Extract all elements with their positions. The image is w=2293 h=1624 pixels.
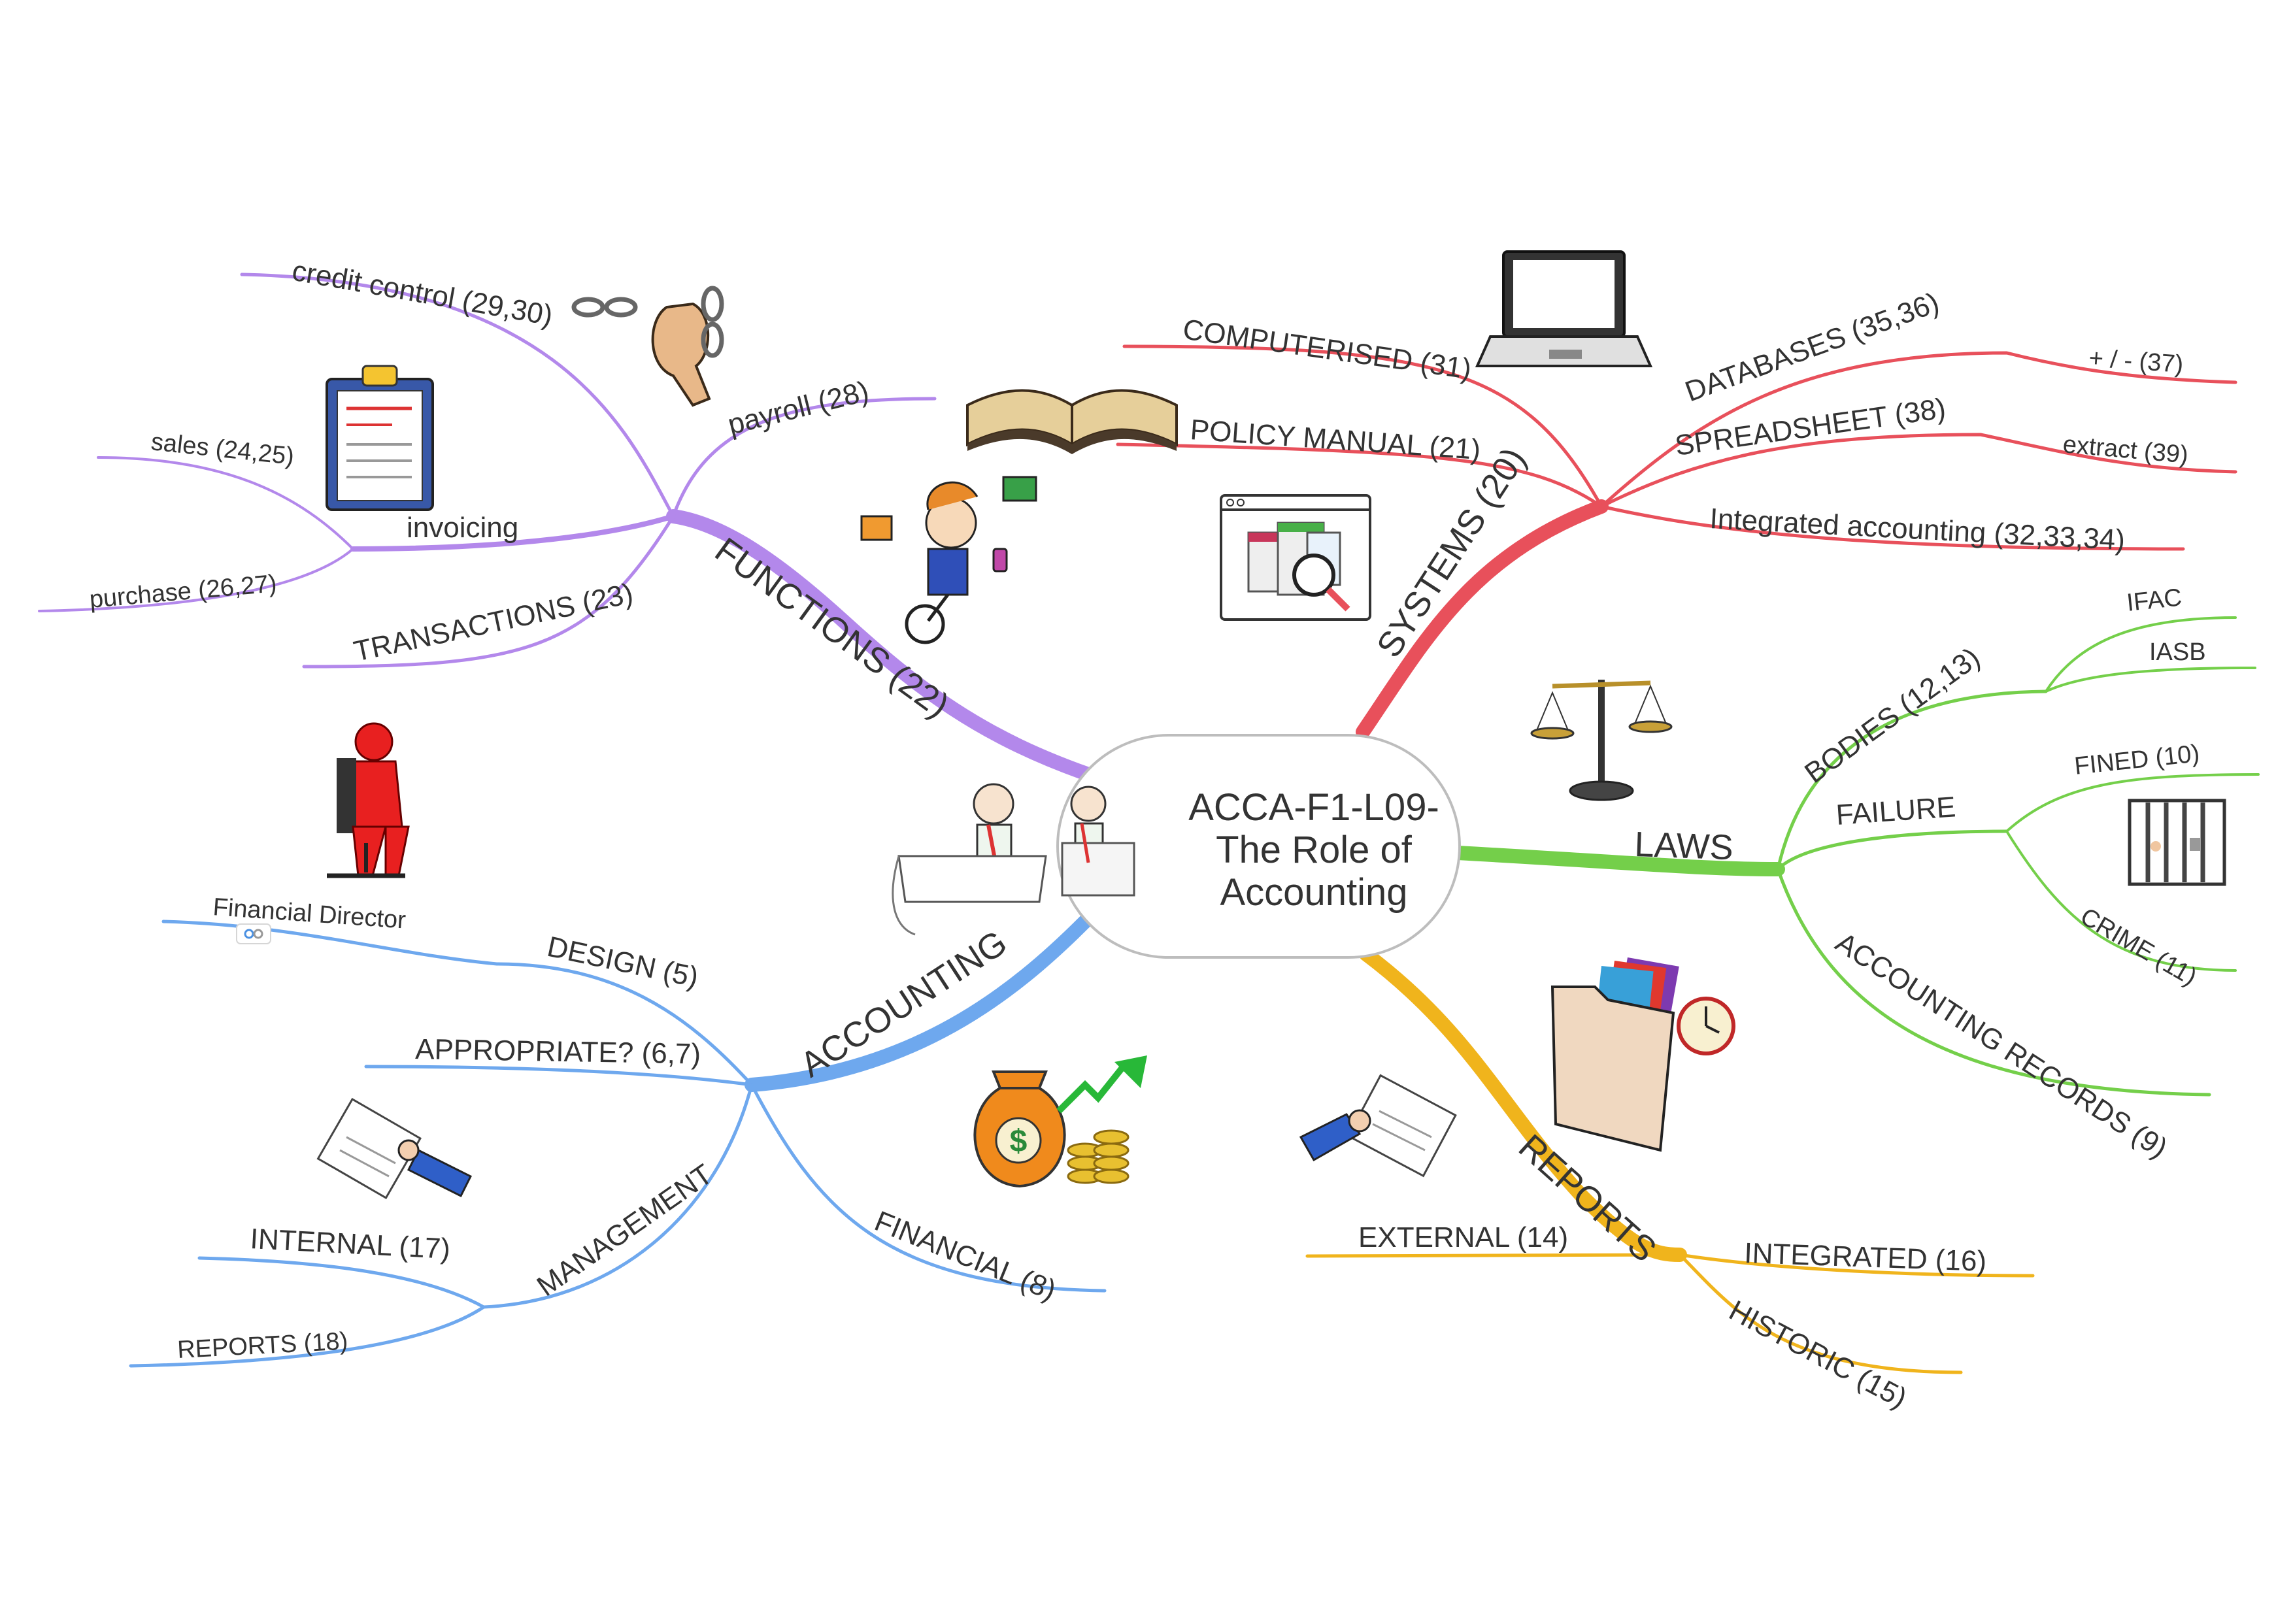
center-title-line-3: Accounting [1220,871,1408,914]
branch-functions [38,273,1105,785]
management-label[interactable]: MANAGEMENT [531,1158,718,1302]
appropriate-label[interactable]: APPROPRIATE? (6,7) [415,1033,701,1070]
chain-fist-icon [571,286,724,407]
branch-laws [1450,616,2260,1097]
center-node[interactable]: ACCA-F1-L09- The Role of Accounting [1056,734,1461,959]
crime-label[interactable]: CRIME (11) [2076,903,2201,991]
databases-label[interactable]: DATABASES (35,36) [1681,286,1943,408]
money-bag-icon: $ [973,1055,1147,1188]
clipboard-icon [326,365,434,511]
sales-label[interactable]: sales (24,25) [150,428,295,471]
computerised-label[interactable]: COMPUTERISED (31) [1181,313,1473,385]
invoicing-label[interactable]: invoicing [407,512,518,544]
jail-icon [2128,799,2226,886]
laptop-icon [1475,250,1653,367]
integrated-accounting-label[interactable]: Integrated accounting (32,33,34) [1709,503,2126,556]
center-title-line-1: ACCA-F1-L09- [1188,786,1439,829]
open-book-icon [966,389,1178,454]
policy-manual-label[interactable]: POLICY MANUAL (21) [1189,414,1481,466]
iasb-label[interactable]: IASB [2149,638,2206,666]
accountant-icon-2 [892,783,1047,936]
center-title-line-2: The Role of [1216,829,1413,871]
handout-icon [1299,1074,1457,1178]
svg-text:$: $ [1010,1124,1028,1159]
branch-accounting [129,914,1107,1368]
reports-integrated-label[interactable]: INTEGRATED (16) [1744,1237,1987,1278]
bodies-label[interactable]: BODIES (12,13) [1799,642,1986,790]
browser-search-icon [1220,494,1371,621]
branch-systems [1116,344,2237,739]
folder-icon [1550,957,1735,1152]
accounting-reports-label[interactable]: REPORTS (18) [176,1327,348,1364]
juggler-icon [860,476,1037,644]
failure-label[interactable]: FAILURE [1835,791,1956,831]
laws-label[interactable]: LAWS [1634,825,1734,867]
branch-reports [1305,947,2035,1374]
internal-label[interactable]: INTERNAL (17) [249,1223,451,1265]
handout-icon-2 [316,1097,473,1199]
accountant-icon [1061,786,1135,897]
design-label[interactable]: DESIGN (5) [544,931,701,994]
plus-minus-label[interactable]: + / - (37) [2088,344,2184,378]
functions-label[interactable]: FUNCTIONS (22) [708,530,956,725]
credit-control-label[interactable]: credit control (29,30) [290,255,555,332]
spreadsheet-label[interactable]: SPREADSHEET (38) [1673,392,1948,462]
link-icon[interactable] [236,923,271,944]
extract-label[interactable]: extract (39) [2062,431,2189,469]
fined-label[interactable]: FINED (10) [2073,740,2201,780]
financial-label[interactable]: FINANCIAL (8) [870,1205,1060,1307]
purchase-label[interactable]: purchase (26,27) [88,570,278,614]
payroll-label[interactable]: payroll (28) [725,375,872,441]
scales-icon [1530,680,1673,801]
accounting-records-label[interactable]: ACCOUNTING RECORDS (9) [1830,926,2173,1165]
external-label[interactable]: EXTERNAL (14) [1358,1221,1568,1253]
director-chair-icon [327,722,410,878]
ifac-label[interactable]: IFAC [2126,584,2183,617]
historic-label[interactable]: HISTORIC (15) [1724,1295,1912,1415]
